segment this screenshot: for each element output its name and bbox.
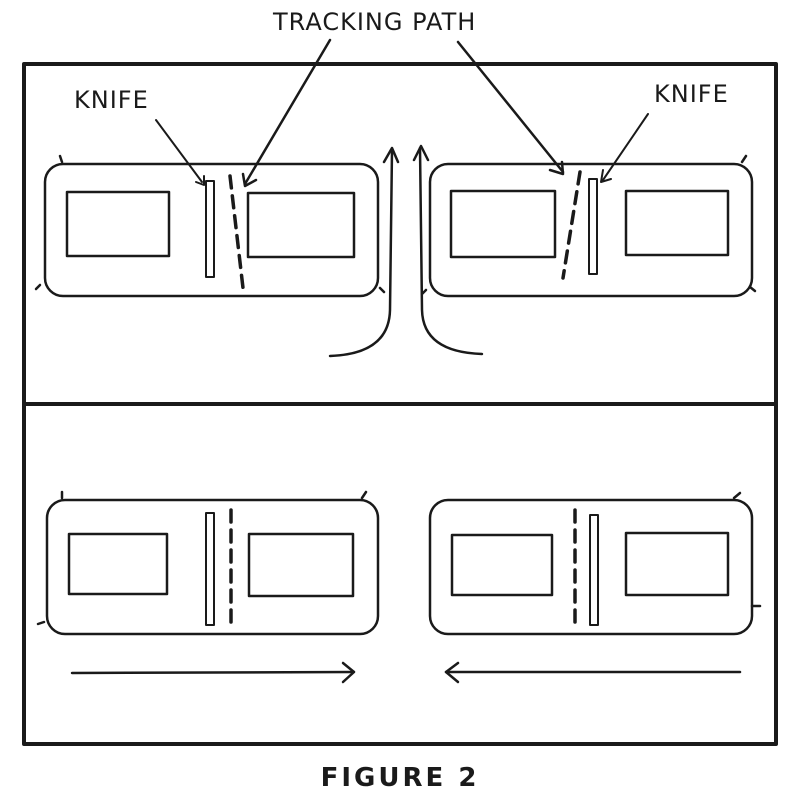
upward-flow-arrow-left [328, 146, 400, 358]
bottom-left-knife [205, 512, 215, 626]
tracking-path-label: TRACKING PATH [272, 8, 476, 36]
bottom-left-board [36, 490, 380, 636]
knife-label-left: KNIFE [74, 86, 149, 114]
knife-label-right: KNIFE [654, 80, 729, 108]
top-left-window-2 [246, 191, 356, 259]
upward-flow-arrow-right [412, 144, 484, 356]
leftward-arrow [444, 661, 742, 684]
bottom-left-window-1 [67, 532, 169, 596]
bottom-right-board [428, 491, 762, 636]
bottom-right-window-2 [624, 531, 730, 597]
top-left-window-1 [65, 190, 171, 258]
top-right-window-2 [624, 189, 730, 257]
top-right-window-1 [449, 189, 557, 259]
top-right-tracking-path [561, 170, 582, 280]
top-left-board [34, 154, 386, 298]
top-left-tracking-path [228, 174, 245, 290]
knife-pointer-right [600, 113, 649, 183]
bottom-left-window-2 [247, 532, 355, 598]
top-right-knife [588, 178, 598, 275]
rightward-arrow [70, 661, 356, 684]
top-left-knife [205, 180, 215, 278]
bottom-right-knife [589, 514, 599, 626]
figure-caption: FIGURE 2 [321, 763, 480, 793]
bottom-right-window-1 [450, 533, 554, 597]
tracking-path-pointer-left [241, 38, 332, 188]
knife-pointer-left [155, 119, 205, 186]
top-right-board [420, 154, 757, 298]
tracking-path-pointer-right [456, 40, 565, 176]
